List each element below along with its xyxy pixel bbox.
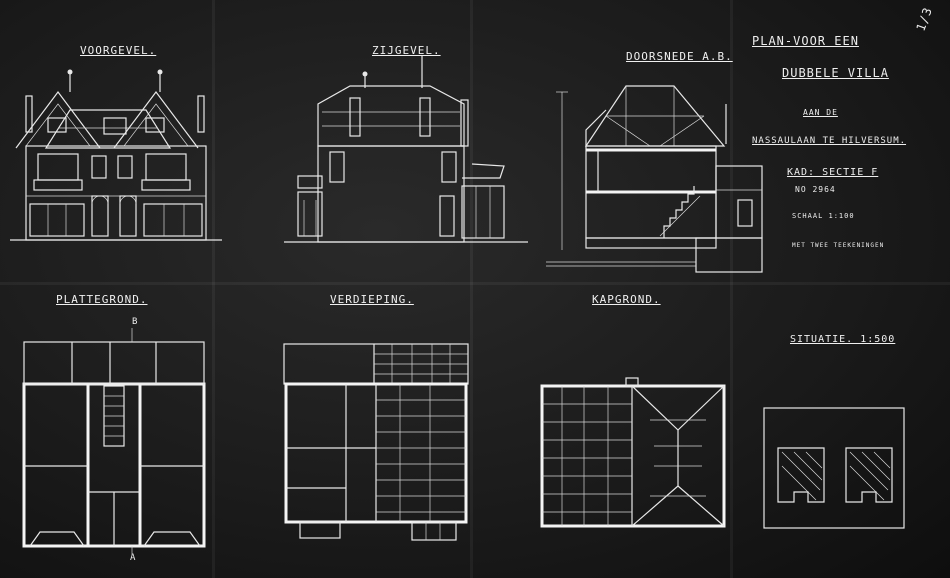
label-side-elevation: ZIJGEVEL. xyxy=(372,44,441,57)
title-line-5: KAD: SECTIE F xyxy=(787,167,879,178)
title-line-2: DUBBELE VILLA xyxy=(782,66,889,80)
fold-line-vertical-3 xyxy=(730,0,733,578)
label-roof-plan: KAPGROND. xyxy=(592,293,661,306)
front-elevation-drawing xyxy=(10,69,222,241)
section-marker-b: B xyxy=(132,317,139,327)
label-ground-plan: PLATTEGROND. xyxy=(56,293,148,306)
title-line-6: NO 2964 xyxy=(795,185,836,194)
title-line-1: PLAN-VOOR EEN xyxy=(752,34,859,48)
side-elevation-drawing xyxy=(284,56,528,243)
section-marker-a: A xyxy=(130,553,137,563)
label-section: DOORSNEDE A.B. xyxy=(626,50,733,63)
fold-line-vertical-1 xyxy=(212,0,215,578)
label-upper-floor: VERDIEPING. xyxy=(330,293,414,306)
label-front-elevation: VOORGEVEL. xyxy=(80,44,157,57)
title-line-3: AAN DE xyxy=(803,108,838,117)
site-plan-drawing xyxy=(763,407,905,529)
fold-line-horizontal xyxy=(0,282,950,285)
title-line-8: MET TWEE TEEKENINGEN xyxy=(792,242,885,249)
title-line-7: SCHAAL 1:100 xyxy=(792,212,855,220)
section-drawing xyxy=(546,85,763,273)
title-line-4: NASSAULAAN TE HILVERSUM. xyxy=(752,136,907,146)
fold-line-vertical-2 xyxy=(470,0,473,578)
ground-plan-drawing xyxy=(22,328,206,556)
label-site-plan: SITUATIE. 1:500 xyxy=(790,334,896,345)
upper-floor-drawing xyxy=(283,343,469,541)
roof-plan-drawing xyxy=(540,377,726,528)
